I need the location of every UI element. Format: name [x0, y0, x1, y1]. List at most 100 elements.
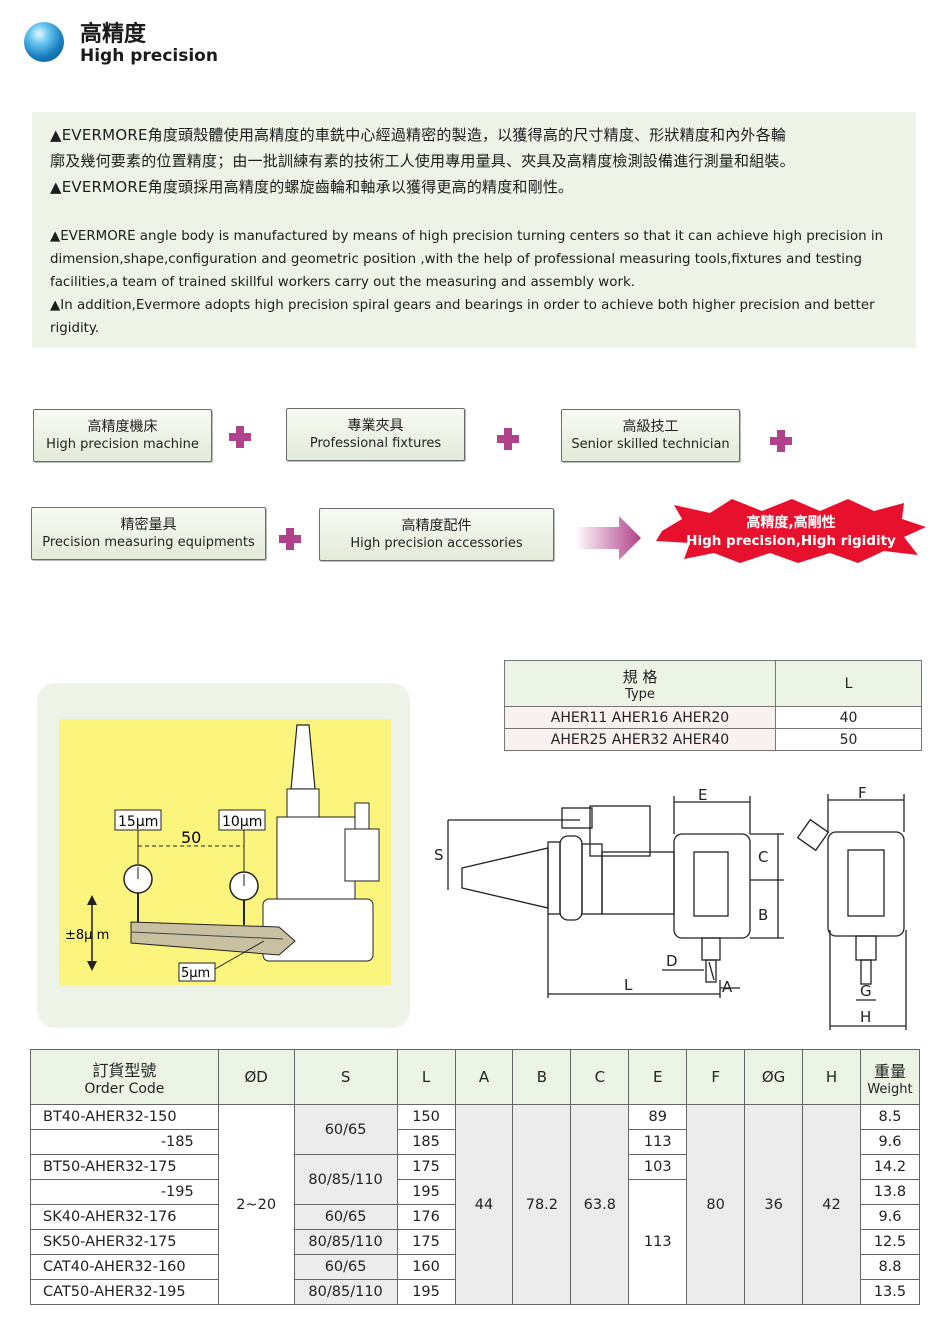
formula-box-zh: 高精度配件 [401, 518, 472, 534]
e-cell: 113 [628, 1129, 688, 1155]
l-cell: 195 [396, 1279, 456, 1305]
a-cell: 44 [454, 1104, 514, 1305]
label-runout: 5μm [181, 966, 210, 981]
e-cell: 113 [628, 1179, 688, 1305]
section-title-en: High precision [80, 46, 218, 66]
formula-box-zh: 精密量具 [120, 517, 177, 533]
weight-cell: 13.8 [859, 1179, 921, 1205]
header-h: H [802, 1049, 861, 1105]
intro-en-line: rigidity. [50, 321, 100, 336]
table-row: SK50-AHER32-175 80/85/110 175 12.5 [30, 1229, 921, 1255]
header-order-code-zh: 訂貨型號 [92, 1061, 157, 1080]
weight-cell: 9.6 [859, 1204, 921, 1230]
spec-header-type: 規 格 Type [504, 660, 776, 707]
weight-cell: 13.5 [859, 1279, 921, 1305]
order-code-cell: SK50-AHER32-175 [30, 1229, 219, 1255]
order-code-cell: CAT50-AHER32-195 [30, 1279, 219, 1305]
s-cell: 60/65 [293, 1204, 398, 1230]
l-cell: 195 [396, 1179, 456, 1205]
spec-header-type-zh: 規 格 [622, 667, 658, 686]
l-cell: 175 [396, 1154, 456, 1180]
order-code-cell: BT50-AHER32-175 [30, 1154, 219, 1180]
d-cell: 2~20 [217, 1104, 295, 1305]
f-cell: 80 [686, 1104, 746, 1305]
spec-type-cell: AHER11 AHER16 AHER20 [504, 706, 776, 729]
table-row: SK40-AHER32-176 60/65 176 9.6 [30, 1204, 921, 1230]
s-cell: 60/65 [293, 1104, 398, 1155]
plus-icon [279, 528, 301, 550]
result-zh: 高精度,高剛性 [746, 515, 836, 531]
l-cell: 160 [396, 1254, 456, 1280]
s-cell: 60/65 [293, 1254, 398, 1280]
s-cell: 80/85/110 [293, 1229, 398, 1255]
order-code-cell: -185 [30, 1129, 219, 1155]
measurement-diagram: 15μm 10μm 50 ±8μ m 5μm [59, 719, 391, 985]
intro-zh-line: ▲EVERMORE角度頭採用高精度的螺旋齒輪和軸承以獲得更高的精度和剛性。 [50, 178, 574, 196]
table-row: AHER25 AHER32 AHER40 50 [504, 728, 922, 751]
header-a: A [454, 1049, 514, 1105]
l-cell: 150 [396, 1104, 456, 1130]
l-cell: 175 [396, 1229, 456, 1255]
dim-label-c: C [758, 848, 768, 866]
spec-l-cell: 50 [775, 728, 922, 751]
table-row: BT40-AHER32-150 2~20 60/65 150 44 78.2 6… [30, 1104, 921, 1305]
dim-label-d: D [666, 952, 678, 970]
dim-label-l: L [624, 976, 633, 994]
table-row: -185 185 113 9.6 [30, 1129, 921, 1155]
header-order-code: 訂貨型號 Order Code [30, 1049, 219, 1105]
intro-en-line: ▲EVERMORE angle body is manufactured by … [50, 229, 884, 244]
header-e: E [628, 1049, 688, 1105]
header-weight-en: Weight [867, 1081, 913, 1097]
e-cell: 89 [628, 1104, 688, 1130]
g-cell: 36 [744, 1104, 804, 1305]
table-row: -195 195 113 13.8 [30, 1179, 921, 1305]
header-b: B [512, 1049, 572, 1105]
formula-box-zh: 高級技工 [622, 419, 679, 435]
order-code-cell: -195 [30, 1179, 219, 1205]
s-cell: 80/85/110 [293, 1154, 398, 1205]
spec-table: 規 格 Type L AHER11 AHER16 AHER20 40 AHER2… [504, 660, 922, 751]
l-cell: 185 [396, 1129, 456, 1155]
header-weight-zh: 重量 [873, 1061, 906, 1081]
label-tolerance: ±8μ m [65, 928, 109, 943]
weight-cell: 8.5 [859, 1104, 921, 1130]
header-weight: 重量 Weight [859, 1049, 921, 1105]
c-cell: 63.8 [570, 1104, 630, 1305]
header-g: ØG [744, 1049, 804, 1105]
formula-box-en: High precision accessories [350, 536, 523, 551]
dim-label-h: H [860, 1008, 871, 1026]
intro-en-line: dimension,shape,configuration and geomet… [50, 252, 862, 267]
dim-label-s: S [434, 846, 444, 864]
order-code-cell: SK40-AHER32-176 [30, 1204, 219, 1230]
intro-box: ▲EVERMORE角度頭殼體使用高精度的車銑中心經過精密的製造，以獲得高的尺寸精… [32, 112, 916, 348]
plus-icon [229, 426, 251, 448]
weight-cell: 8.8 [859, 1254, 921, 1280]
dim-label-f: F [858, 784, 867, 802]
formula-box-en: Precision measuring equipments [42, 535, 255, 550]
b-cell: 78.2 [512, 1104, 572, 1305]
spec-header-l: L [775, 660, 922, 707]
intro-zh-line: ▲EVERMORE角度頭殼體使用高精度的車銑中心經過精密的製造，以獲得高的尺寸精… [50, 126, 787, 144]
weight-cell: 14.2 [859, 1154, 921, 1180]
table-row: AHER11 AHER16 AHER20 40 [504, 706, 922, 729]
dim-label-a: A [722, 978, 733, 996]
formula-box-technician: 高級技工 Senior skilled technician [561, 409, 740, 462]
dim-label-e: E [698, 786, 707, 804]
spec-type-cell: AHER25 AHER32 AHER40 [504, 728, 776, 751]
result-arrow-icon [575, 516, 641, 560]
plus-icon [497, 428, 519, 450]
formula-box-measuring: 精密量具 Precision measuring equipments [31, 507, 266, 560]
h-cell: 42 [802, 1104, 861, 1305]
result-burst-icon [656, 499, 926, 563]
header-c: C [570, 1049, 630, 1105]
label-15um: 15μm [118, 814, 158, 830]
formula-box-machine: 高精度機床 High precision machine [33, 409, 212, 462]
order-table: 訂貨型號 Order Code ØD S L A B C E F ØG H 重量… [30, 1049, 921, 1305]
header-s: S [293, 1049, 398, 1105]
spec-header-type-en: Type [625, 686, 655, 702]
intro-en-line: ▲In addition,Evermore adopts high precis… [50, 298, 875, 313]
formula-box-fixtures: 專業夾具 Professional fixtures [286, 408, 465, 461]
intro-en-line: facilities,a team of trained skillful wo… [50, 275, 635, 290]
table-row: CAT50-AHER32-195 80/85/110 195 13.5 [30, 1279, 921, 1305]
s-cell: 80/85/110 [293, 1279, 398, 1305]
